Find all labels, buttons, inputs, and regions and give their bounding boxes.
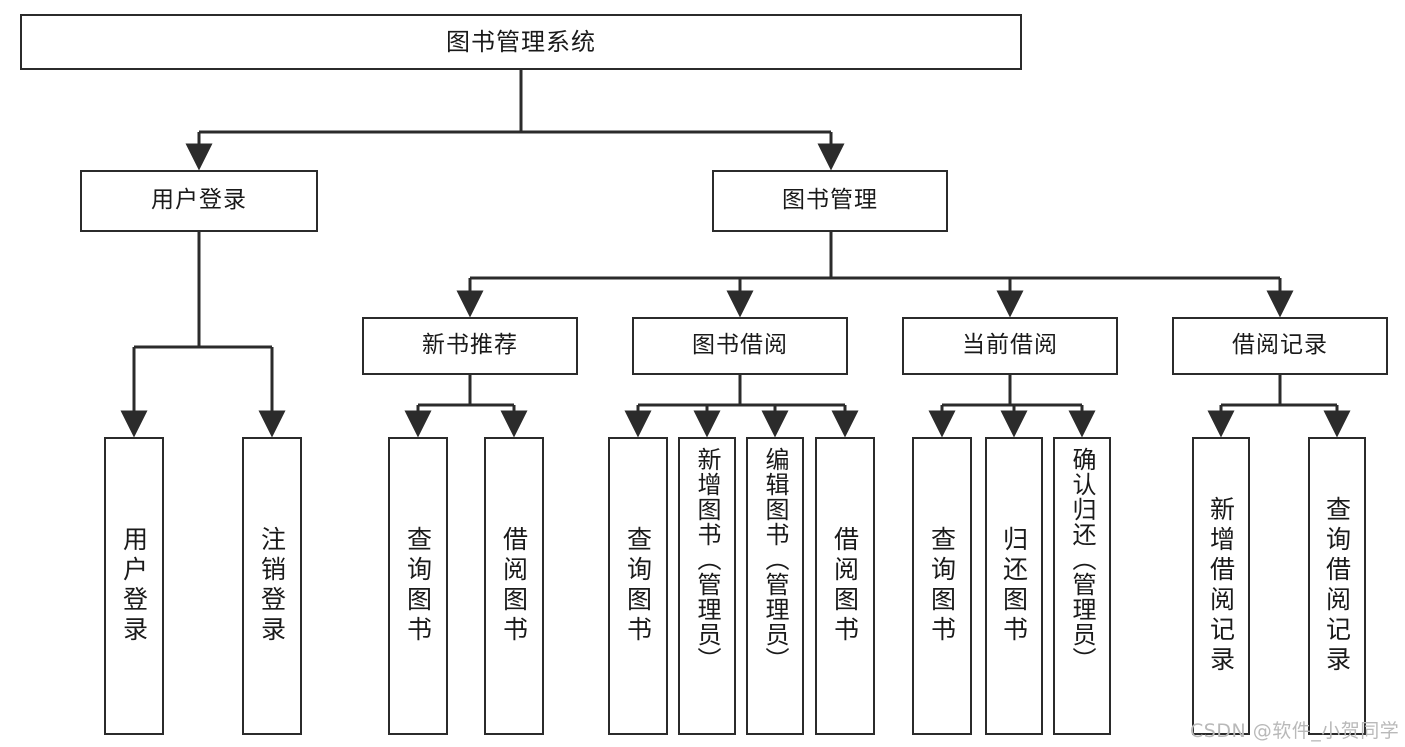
node-root-book-management-system[interactable]: 图书管理系统 <box>20 14 1022 70</box>
node-leaf-borrow-book[interactable]: 借阅图书 <box>815 437 875 735</box>
node-label: 查询借阅记录 <box>1322 496 1352 676</box>
node-leaf-query-book-current[interactable]: 查询图书 <box>912 437 972 735</box>
edges-book-manage-to-level3 <box>456 232 1294 318</box>
node-label: 借阅记录 <box>1232 332 1328 359</box>
node-leaf-add-book-admin[interactable]: 新增图书（管理员） <box>678 437 736 735</box>
node-borrowing-records[interactable]: 借阅记录 <box>1172 317 1388 375</box>
node-label: 图书管理 <box>782 187 878 214</box>
node-label: 新增借阅记录 <box>1206 496 1236 676</box>
node-label: 借阅图书 <box>499 526 529 646</box>
node-leaf-edit-book-admin[interactable]: 编辑图书（管理员） <box>746 437 804 735</box>
node-label: 查询图书 <box>927 526 957 646</box>
csdn-watermark: CSDN @软件_小贺同学 <box>1190 720 1400 742</box>
edges-new-book-recommend-to-leaves <box>404 375 528 438</box>
node-user-login[interactable]: 用户登录 <box>80 170 318 232</box>
node-leaf-query-book-borrow[interactable]: 查询图书 <box>608 437 668 735</box>
node-label: 确认归还（管理员） <box>1068 447 1096 672</box>
node-book-borrowing[interactable]: 图书借阅 <box>632 317 848 375</box>
node-label: 用户登录 <box>119 526 149 646</box>
node-leaf-borrow-book-recommend[interactable]: 借阅图书 <box>484 437 544 735</box>
node-label: 新增图书（管理员） <box>693 447 721 672</box>
node-label: 用户登录 <box>151 187 247 214</box>
node-label: 查询图书 <box>403 526 433 646</box>
node-label: 注销登录 <box>257 526 287 646</box>
node-label: 图书借阅 <box>692 332 788 359</box>
node-leaf-logout-login[interactable]: 注销登录 <box>242 437 302 735</box>
node-leaf-user-login[interactable]: 用户登录 <box>104 437 164 735</box>
node-current-borrowing[interactable]: 当前借阅 <box>902 317 1118 375</box>
node-label: 当前借阅 <box>962 332 1058 359</box>
node-label: 归还图书 <box>999 526 1029 646</box>
node-new-book-recommendation[interactable]: 新书推荐 <box>362 317 578 375</box>
node-label: 图书管理系统 <box>446 27 596 56</box>
node-label: 查询图书 <box>623 526 653 646</box>
node-leaf-query-book-recommend[interactable]: 查询图书 <box>388 437 448 735</box>
edges-borrow-record-to-leaves <box>1207 375 1351 438</box>
edges-current-borrow-to-leaves <box>928 375 1096 438</box>
node-leaf-return-book[interactable]: 归还图书 <box>985 437 1043 735</box>
edges-user-login-to-leaves <box>120 232 286 438</box>
node-label: 编辑图书（管理员） <box>761 447 789 672</box>
node-leaf-confirm-return-admin[interactable]: 确认归还（管理员） <box>1053 437 1111 735</box>
node-leaf-add-borrow-record[interactable]: 新增借阅记录 <box>1192 437 1250 735</box>
edges-root-to-level2 <box>185 70 845 171</box>
node-leaf-query-borrow-record[interactable]: 查询借阅记录 <box>1308 437 1366 735</box>
edges-book-borrow-to-leaves <box>624 375 859 438</box>
node-book-management[interactable]: 图书管理 <box>712 170 948 232</box>
node-label: 借阅图书 <box>830 526 860 646</box>
node-label: 新书推荐 <box>422 332 518 359</box>
